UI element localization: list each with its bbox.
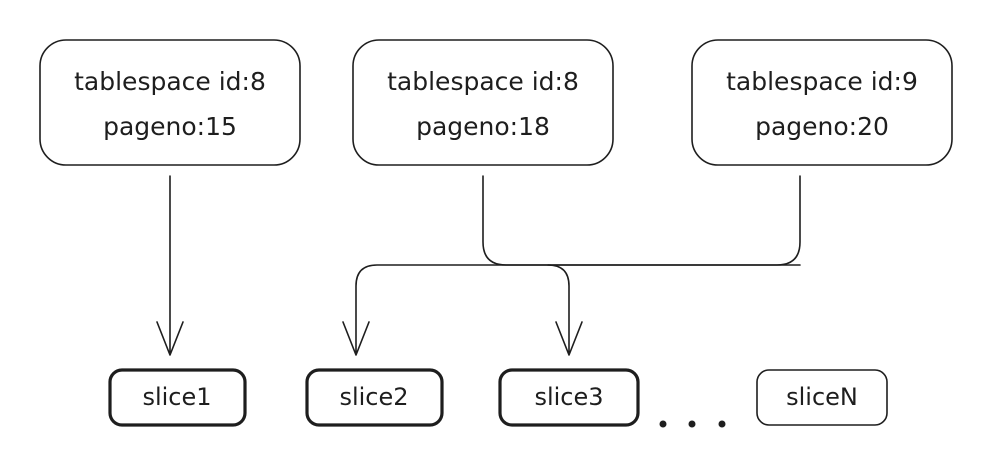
page-box-1-line2: pageno:15 [103,112,237,141]
page-box-1-line1: tablespace id:8 [74,67,266,96]
ellipsis-dot-2 [688,420,696,428]
ellipsis-dot-1 [659,420,667,428]
slice-box-2-label: slice2 [339,383,408,411]
slice-box-3: slice3 [498,368,640,427]
page-box-3: tablespace id:9 pageno:20 [691,39,953,166]
page-box-2: tablespace id:8 pageno:18 [352,39,614,166]
arrow-merge-to-slice3 [547,264,583,356]
slice-box-1: slice1 [108,368,247,427]
page-box-2-line1: tablespace id:8 [387,67,579,96]
arrow-merge-to-slice2 [342,264,801,356]
slice-box-2: slice2 [305,368,444,427]
ellipsis-dots [659,420,726,428]
connector-page2-page3-merge [482,175,801,266]
page-box-3-line1: tablespace id:9 [726,67,918,96]
page-box-1: tablespace id:8 pageno:15 [39,39,301,166]
page-box-3-line2: pageno:20 [755,112,889,141]
slice-box-n: sliceN [756,369,888,426]
ellipsis-dot-3 [718,420,726,428]
arrow-page1-to-slice1 [156,175,184,356]
slice-box-3-label: slice3 [534,383,603,411]
slice-box-n-label: sliceN [786,383,858,411]
slice-box-1-label: slice1 [142,383,211,411]
page-box-2-line2: pageno:18 [416,112,550,141]
